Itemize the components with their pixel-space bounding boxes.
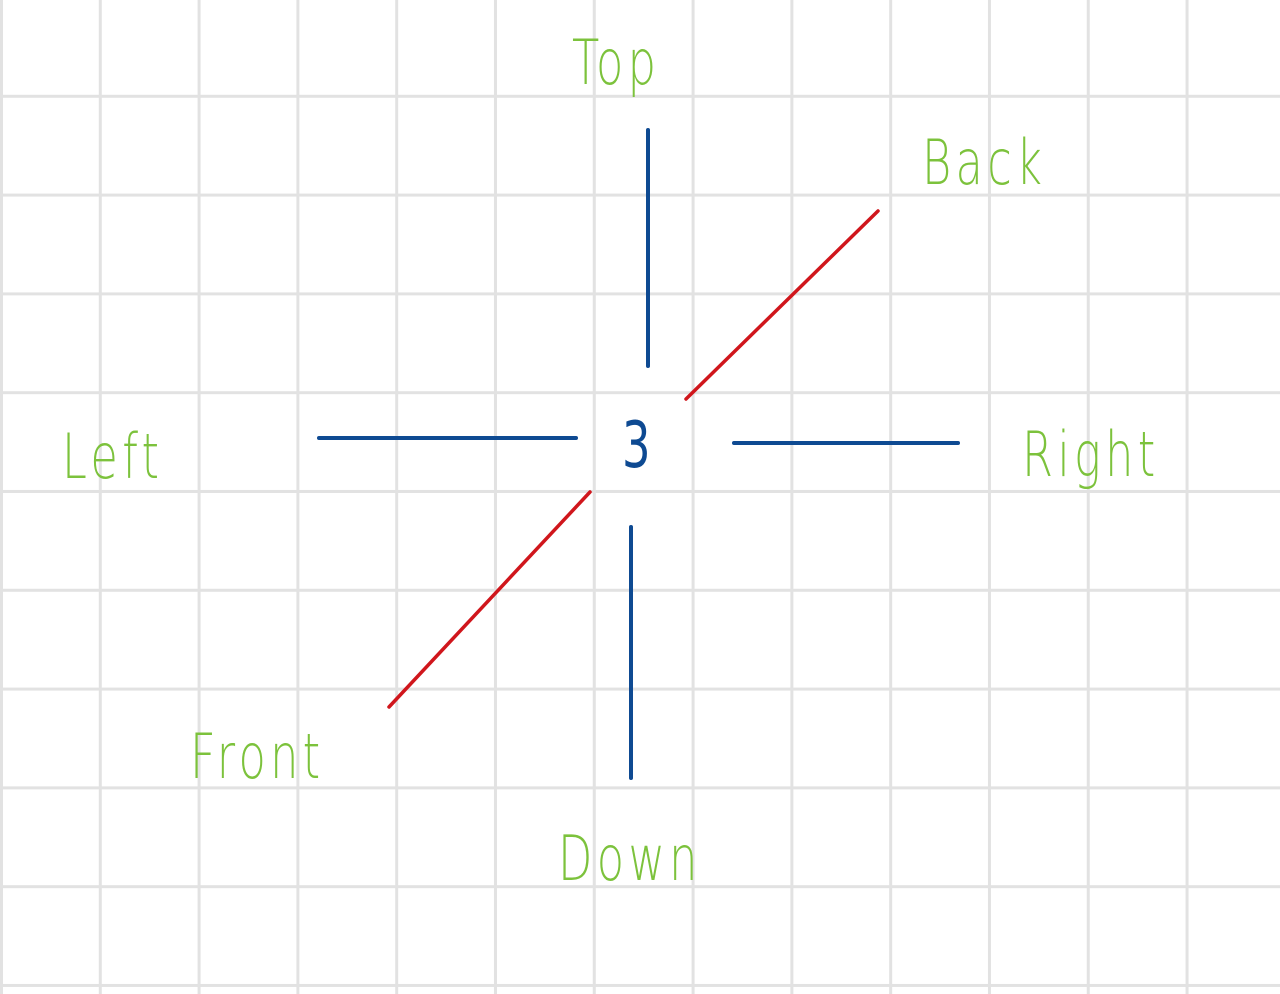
axis-front-line [387,490,592,709]
center-number: 3 [622,409,651,483]
label-right: Right [1022,418,1160,491]
label-front: Front [190,720,325,793]
label-back: Back [922,126,1047,199]
label-top: Top [572,26,661,99]
label-left: Left [62,420,164,493]
axis-back-line [684,209,880,401]
label-down: Down [558,822,702,895]
